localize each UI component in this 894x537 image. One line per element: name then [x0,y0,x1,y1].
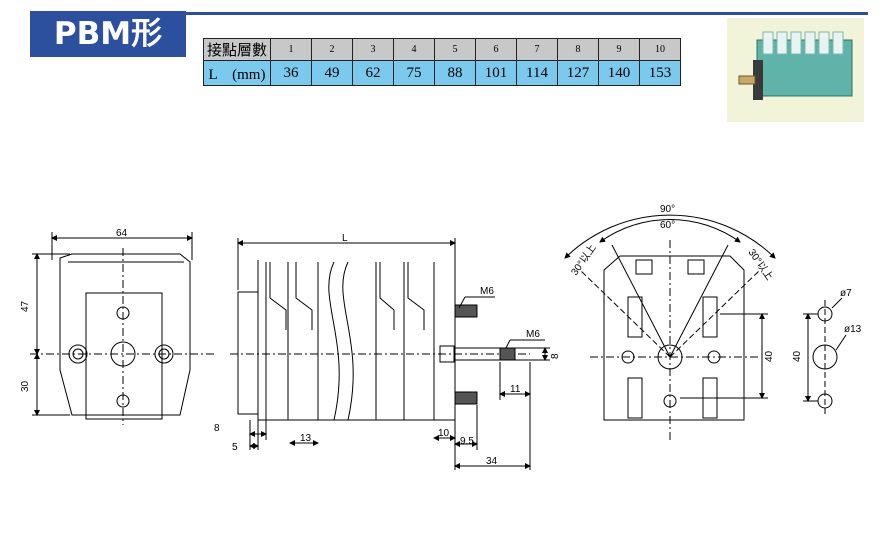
table-cell: 127 [557,60,599,86]
dim-front-width: 64 [116,228,128,239]
table-cell: 153 [639,60,681,86]
back-view [564,214,776,440]
col-header: 9 [598,38,640,61]
dim-side-length: L [342,233,348,244]
row-label-length: L (mm) [203,60,271,86]
front-view [30,232,215,425]
table-cell: 88 [434,60,476,86]
dim-front-bottom: 30 [20,380,31,392]
dim-angle-30-right: 30°以上 [746,247,776,283]
col-header: 5 [434,38,476,61]
dim-34: 34 [486,456,498,467]
table-cell: 36 [270,60,312,86]
dim-10: 10 [438,428,450,439]
mounting-hole-pattern [803,297,847,415]
table-cell: 75 [393,60,435,86]
product-illustration [738,31,853,100]
dim-back-40: 40 [764,350,775,362]
dim-angle-30-left: 30°以上 [569,242,599,278]
col-header: 3 [352,38,394,61]
table-cell: 62 [352,60,394,86]
col-header: 8 [557,38,599,61]
side-view [230,238,550,470]
col-header: 6 [475,38,517,61]
dim-m6-shaft: M6 [526,329,540,340]
model-title-badge: PBM形 [30,11,186,57]
contact-layer-table: 接點層數 1 2 3 4 5 6 7 8 9 10 L (mm) 36 49 6… [203,38,681,86]
dim-9-5: 9.5 [460,436,474,447]
dim-angle-60: 60° [660,220,675,231]
dim-shaft-dia: 8 [550,353,561,359]
dim-hole-40: 40 [792,350,803,362]
table-header-row: 接點層數 1 2 3 4 5 6 7 8 9 10 [203,38,681,61]
dim-hole-7: ø7 [840,288,852,299]
dim-m6-top: M6 [480,286,494,297]
row-label-layers: 接點層數 [203,38,271,61]
dim-angle-90: 90° [660,204,675,215]
dim-hole-13: ø13 [844,324,862,335]
header-rule [186,12,868,15]
dim-5: 5 [232,442,238,453]
product-photo [727,18,864,122]
table-value-row: L (mm) 36 49 62 75 88 101 114 127 140 15… [203,60,681,86]
dim-13: 13 [300,433,312,444]
dim-shaft-11: 11 [510,384,521,395]
table-cell: 101 [475,60,517,86]
dim-front-top: 47 [20,300,31,312]
dim-8: 8 [214,423,220,434]
col-header: 1 [270,38,312,61]
